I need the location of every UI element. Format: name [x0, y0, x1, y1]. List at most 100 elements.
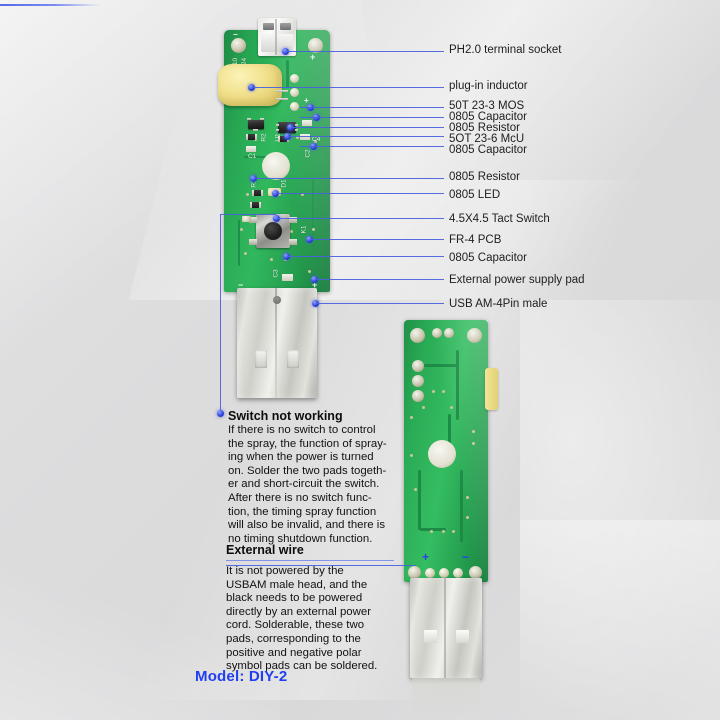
label-mcu: 5OT 23-6 McU: [449, 133, 525, 145]
leader-line-cap2: [300, 146, 444, 147]
external-wire-leader: [226, 565, 416, 566]
back-solder-joint: [412, 375, 424, 387]
mcu-leg: [295, 129, 298, 131]
back-usb-pad: [408, 566, 421, 579]
back-usb-pad: [425, 568, 435, 578]
via: [296, 136, 299, 139]
via: [414, 488, 417, 491]
back-usb-pad: [469, 566, 482, 579]
leader-line-switch: [277, 218, 444, 219]
via: [312, 228, 315, 231]
silk-k1: K1: [300, 225, 308, 234]
via: [432, 390, 435, 393]
mcu-leg: [276, 129, 279, 131]
front-side-pcb: − + 24 10: [218, 18, 330, 296]
note-line: ing when the power is turned: [228, 451, 374, 464]
note-line: directly by an external power: [226, 605, 371, 618]
trace-c: [238, 220, 240, 266]
back-trace-b: [456, 350, 459, 420]
mcu-leg: [295, 124, 298, 126]
back-inductor-edge: [485, 368, 498, 410]
label-switch: 4.5X4.5 Tact Switch: [449, 213, 550, 225]
back-trace-c: [448, 414, 451, 450]
capacitor-c1b: [246, 146, 256, 152]
leader-dot-switch-note: [217, 410, 224, 417]
leader-dot-res2: [250, 175, 257, 182]
label-cap1: 0805 Capacitor: [449, 111, 527, 123]
note-line: symbol pads can be soldered.: [226, 660, 378, 673]
note-line: no timing shutdown function.: [228, 532, 373, 545]
usb-a-male-front: [237, 288, 317, 398]
leader-line-cap3: [287, 256, 444, 257]
via: [308, 270, 311, 273]
leader-dot-led: [272, 190, 279, 197]
silk-d1: D1: [280, 179, 288, 188]
back-usb-pad: [453, 568, 463, 578]
mos-leg: [260, 118, 264, 120]
note-line: black needs to be powered: [226, 592, 363, 605]
label-cap2: 0805 Capacitor: [449, 144, 527, 156]
via: [466, 516, 469, 519]
back-trace-e: [420, 528, 446, 531]
leader-line-extpad: [315, 279, 444, 280]
label-usb: USB AM-4Pin male: [449, 298, 548, 310]
capacitor-c1: [302, 120, 312, 126]
label-pcbmat: FR-4 PCB: [449, 234, 502, 246]
pad-right-c: [290, 102, 299, 111]
switch-note: Switch not working If there is no switch…: [228, 409, 390, 546]
background-corner-shade: [520, 300, 720, 720]
back-usb-pad: [439, 568, 449, 578]
external-wire-note: External wire It is not powered by the U…: [226, 543, 394, 674]
via: [422, 406, 425, 409]
via: [452, 530, 455, 533]
inductor-leg-right: [276, 98, 288, 100]
trace-d: [312, 180, 314, 250]
mount-pad-top-left: [231, 38, 246, 53]
label-res2: 0805 Resistor: [449, 171, 520, 183]
back-silk-minus: −: [462, 550, 470, 564]
center-mount-hole: [262, 152, 290, 180]
note-line: positive and negative polar: [226, 646, 362, 659]
leader-line-pcbmat: [310, 239, 444, 240]
back-trace-f: [460, 470, 463, 542]
note-line: er and short-circuit the switch.: [228, 478, 380, 491]
leader-dot-cap3: [283, 253, 290, 260]
leader-dot-inductor: [248, 84, 255, 91]
note-line: the spray, the function of spray-: [228, 437, 387, 450]
silk-plus-right: +: [304, 96, 309, 105]
via: [314, 140, 317, 143]
via: [466, 496, 469, 499]
leader-line-res2: [254, 178, 444, 179]
note-line: will also be invalid, and there is: [228, 519, 386, 532]
back-solder-blob-a: [432, 328, 442, 338]
note-line: It is not powered by the: [226, 565, 344, 577]
via: [290, 230, 293, 233]
leader-dot-ph20: [282, 48, 289, 55]
leader-line-led: [276, 193, 444, 194]
back-mount-pad-top-right: [467, 328, 482, 343]
silk-c4: C4: [312, 136, 321, 143]
via: [246, 193, 249, 196]
back-mount-pad-top-left: [410, 328, 425, 343]
usb-a-male-back: [410, 578, 482, 678]
solder-pad-left: [242, 216, 251, 222]
resistor-r2: [246, 134, 257, 140]
label-mos: 50T 23-3 MOS: [449, 100, 525, 112]
note-line: USBAM male head, and the: [226, 578, 368, 591]
via: [301, 193, 304, 196]
via: [410, 416, 413, 419]
silk-r2: R2: [260, 133, 268, 142]
mcu-leg: [276, 124, 279, 126]
silk-plus-bottom: +: [312, 280, 318, 290]
via: [442, 530, 445, 533]
back-side-pcb: + −: [404, 320, 488, 582]
via: [472, 442, 475, 445]
label-extpad: External power supply pad: [449, 274, 585, 286]
leader-line-mcu: [288, 136, 444, 137]
via: [270, 258, 273, 261]
capacitor-c3: [282, 274, 293, 281]
trace-a: [286, 60, 289, 88]
leader-line-ph20: [286, 51, 444, 52]
external-wire-note-body: It is not powered by the USBAM male head…: [226, 565, 394, 674]
